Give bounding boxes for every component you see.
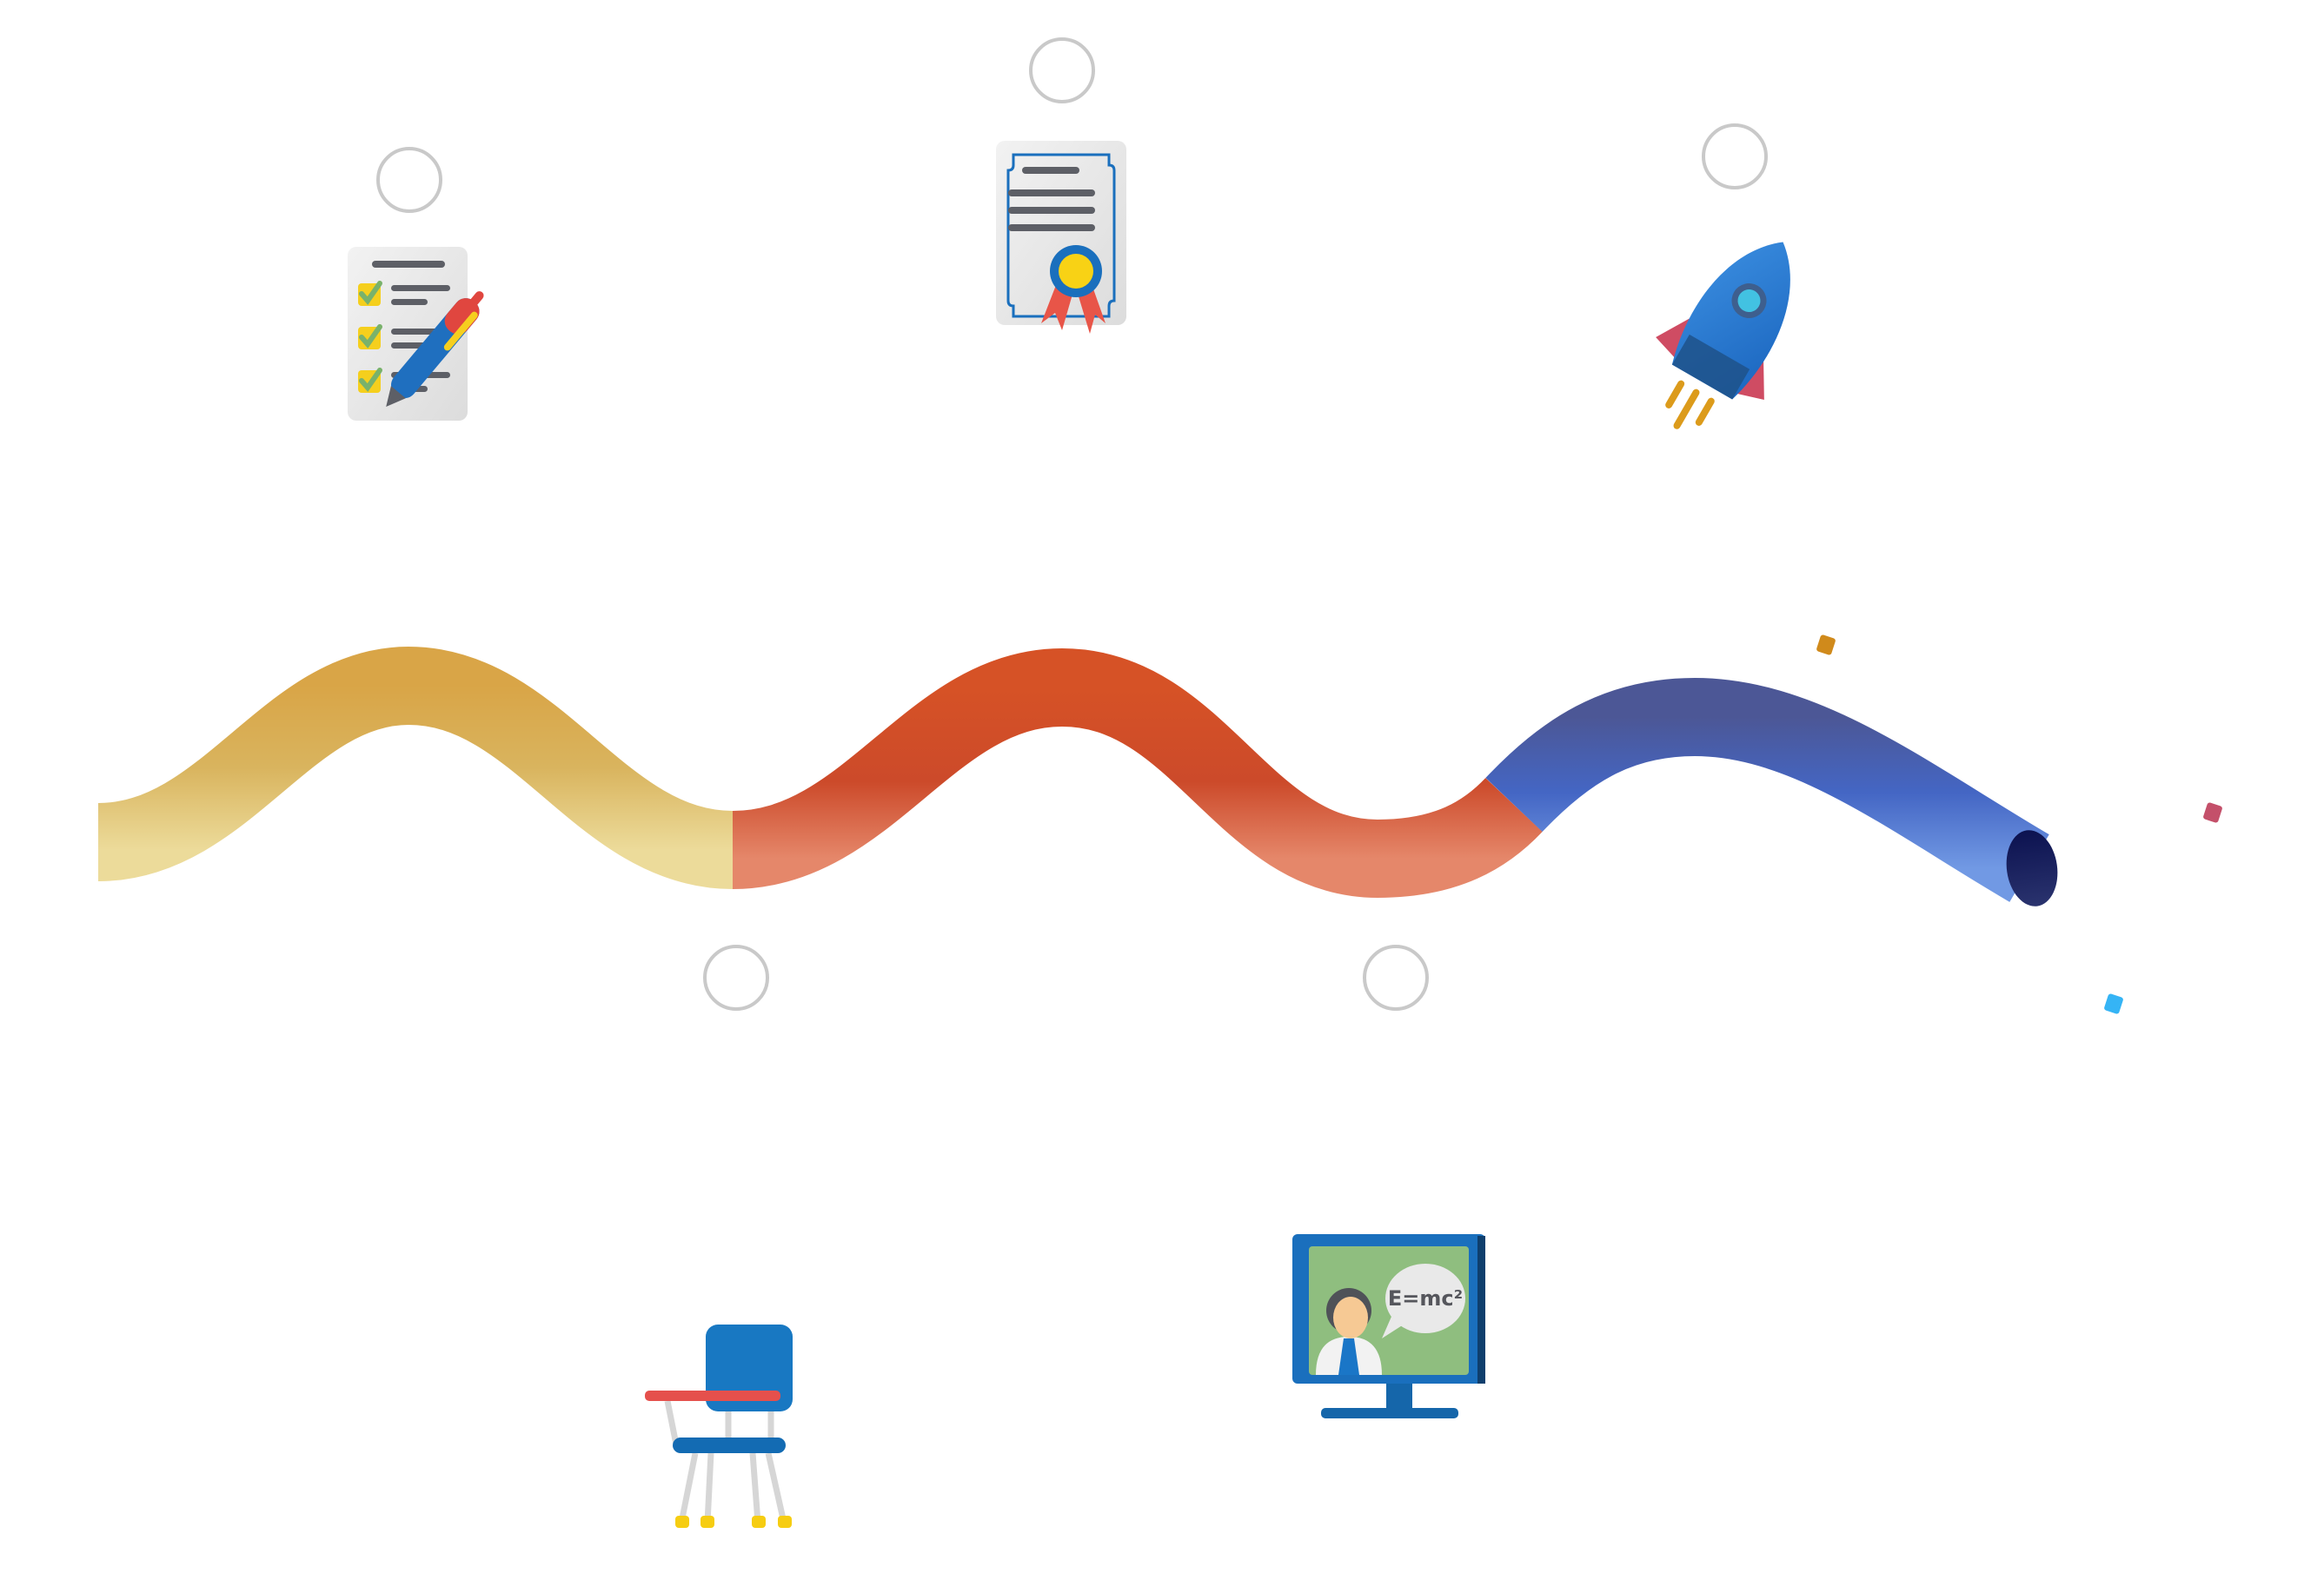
milestone-2-radio[interactable] xyxy=(703,945,769,1011)
tube-end-opening xyxy=(2006,830,2058,906)
rocket-icon xyxy=(1656,242,1790,429)
confetti-orange xyxy=(1816,634,1836,655)
certificate-icon xyxy=(996,141,1126,334)
milestone-4[interactable]: E=mc² xyxy=(1292,945,1485,1418)
tube-segment-blue xyxy=(1485,677,2049,902)
milestone-3[interactable] xyxy=(996,37,1126,334)
tube-segment-yellow xyxy=(96,646,734,889)
school-desk-chair-icon xyxy=(645,1325,793,1528)
roadmap-tube xyxy=(96,646,2058,906)
monitor-bubble-text: E=mc² xyxy=(1388,1286,1463,1311)
checklist-icon xyxy=(348,247,484,421)
confetti-red xyxy=(2203,802,2222,823)
tube-segment-red xyxy=(731,647,1543,899)
milestone-5[interactable] xyxy=(1621,123,1837,460)
confetti xyxy=(1816,634,2222,1014)
milestone-3-radio[interactable] xyxy=(1029,37,1095,103)
online-teacher-monitor-icon: E=mc² xyxy=(1292,1234,1485,1418)
milestone-5-radio[interactable] xyxy=(1702,123,1768,189)
milestone-1[interactable] xyxy=(348,147,492,421)
milestone-1-radio[interactable] xyxy=(376,147,442,213)
milestone-2[interactable] xyxy=(645,945,793,1528)
confetti-cyan xyxy=(2104,993,2123,1014)
milestone-4-radio[interactable] xyxy=(1363,945,1429,1011)
